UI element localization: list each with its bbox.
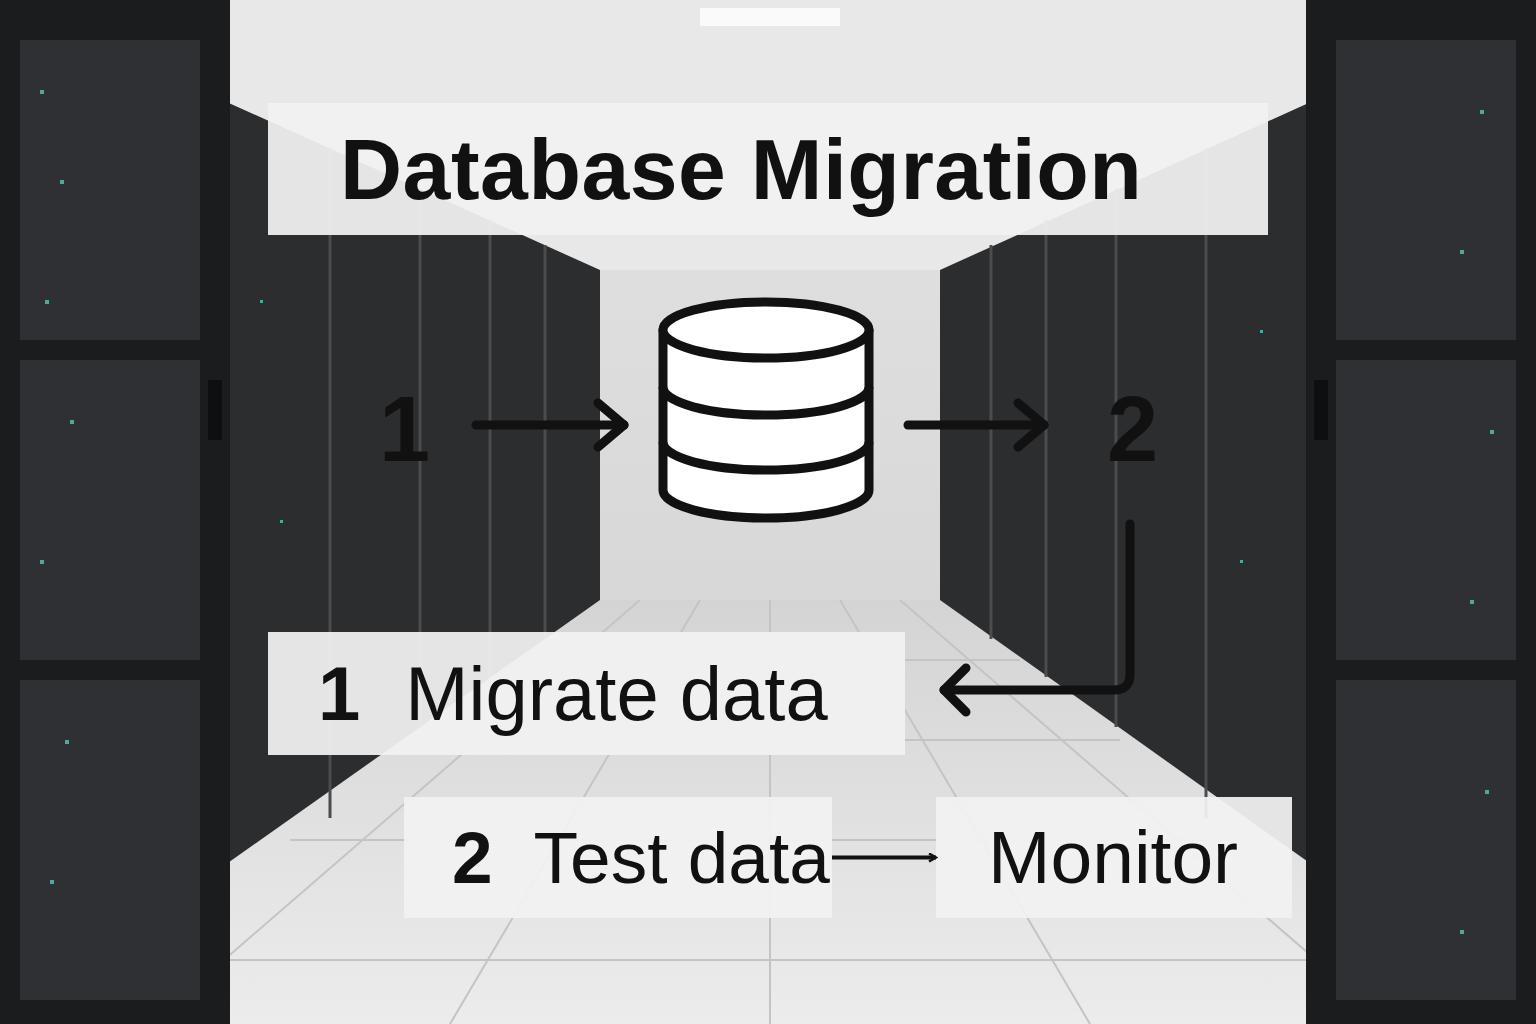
process-box: 2 Test data <box>404 797 832 918</box>
near-left-rack <box>0 0 230 1024</box>
rack-panels <box>20 40 1516 1000</box>
callout-number: 1 <box>379 383 430 475</box>
step-number: 1 <box>318 656 360 732</box>
near-right-rack <box>1306 0 1536 1024</box>
flow-arrow <box>832 856 936 860</box>
title-banner: Database Migration <box>268 103 1268 235</box>
ceiling-light <box>700 8 840 26</box>
process-box: Monitor <box>936 797 1292 918</box>
step-label: Monitor <box>988 820 1238 895</box>
callout-number: 2 <box>1107 383 1158 475</box>
diagram-title: Database Migration <box>340 126 1142 212</box>
step-label: Migrate data <box>405 656 827 732</box>
status-leds <box>40 90 1494 934</box>
rack-separators <box>330 148 1206 818</box>
database-cylinder <box>663 302 869 518</box>
process-box: 1 Migrate data <box>268 632 905 755</box>
step-number: 2 <box>452 821 493 894</box>
step-label: Test data <box>534 821 830 894</box>
